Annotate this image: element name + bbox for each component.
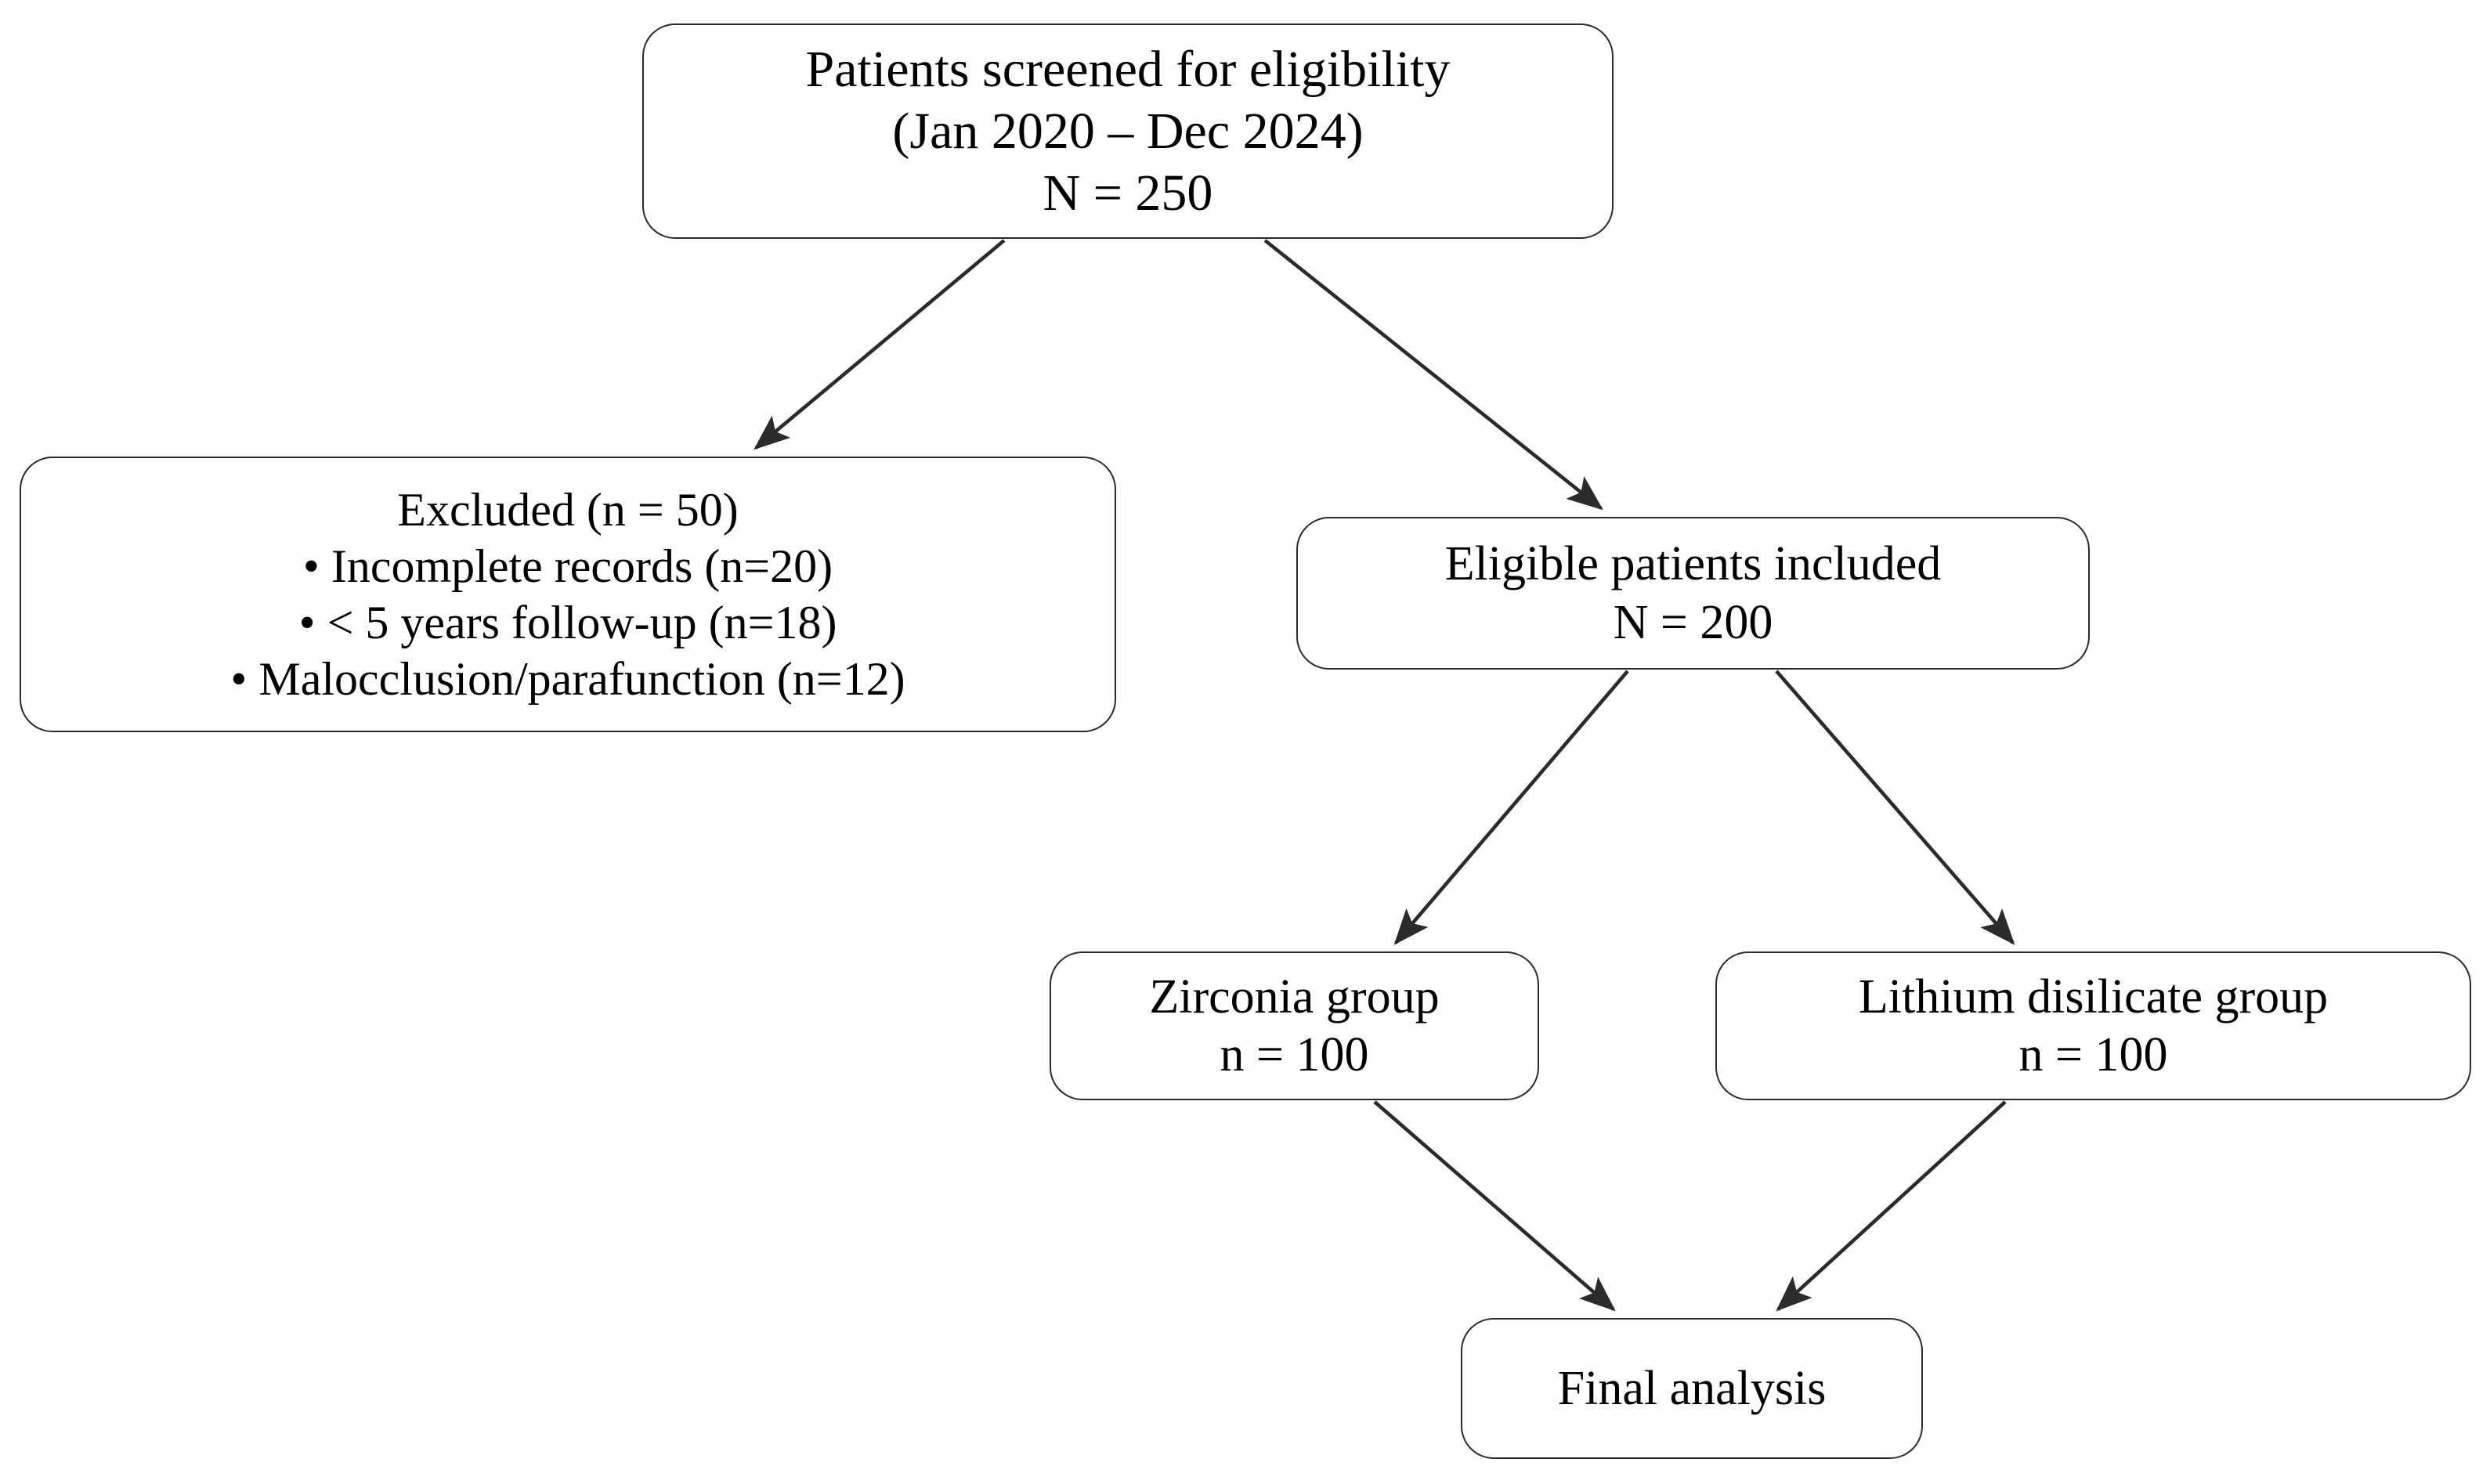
node-zirconia-group-line-1: Zirconia group	[1149, 969, 1440, 1024]
node-patients-screened-line-1: Patients screened for eligibility	[805, 40, 1451, 98]
node-lithium-disilicate-group[interactable]: Lithium disilicate group n = 100	[1715, 951, 2471, 1100]
node-excluded-reason-3: • Malocclusion/parafunction (n=12)	[230, 653, 905, 705]
node-eligible-patients-line-2: N = 200	[1613, 595, 1773, 649]
node-final-analysis-line-1: Final analysis	[1557, 1361, 1827, 1415]
node-zirconia-group[interactable]: Zirconia group n = 100	[1050, 951, 1539, 1100]
node-eligible-patients-line-1: Eligible patients included	[1444, 537, 1942, 591]
node-eligible-patients[interactable]: Eligible patients included N = 200	[1296, 517, 2090, 670]
edge-eligible-to-lithium	[1775, 670, 2015, 945]
node-final-analysis[interactable]: Final analysis	[1461, 1318, 1923, 1459]
edge-screened-to-excluded	[754, 239, 1006, 450]
node-excluded-reason-1: • Incomplete records (n=20)	[302, 540, 833, 592]
node-patients-screened[interactable]: Patients screened for eligibility (Jan 2…	[642, 23, 1614, 239]
edge-screened-to-eligible	[1263, 239, 1603, 511]
edge-zirconia-to-final	[1373, 1100, 1616, 1312]
node-excluded-reason-2: • < 5 years follow-up (n=18)	[298, 597, 837, 648]
node-zirconia-group-line-2: n = 100	[1220, 1028, 1369, 1081]
node-lithium-disilicate-group-line-1: Lithium disilicate group	[1858, 969, 2329, 1024]
edge-lithium-to-final	[1776, 1100, 2007, 1312]
node-excluded-heading: Excluded (n = 50)	[397, 484, 739, 536]
edge-eligible-to-zirconia	[1393, 670, 1629, 945]
node-lithium-disilicate-group-line-2: n = 100	[2018, 1028, 2168, 1081]
node-patients-screened-line-3: N = 250	[1043, 164, 1213, 222]
node-patients-screened-line-2: (Jan 2020 – Dec 2024)	[892, 102, 1364, 160]
node-excluded[interactable]: Excluded (n = 50) • Incomplete records (…	[20, 457, 1116, 732]
